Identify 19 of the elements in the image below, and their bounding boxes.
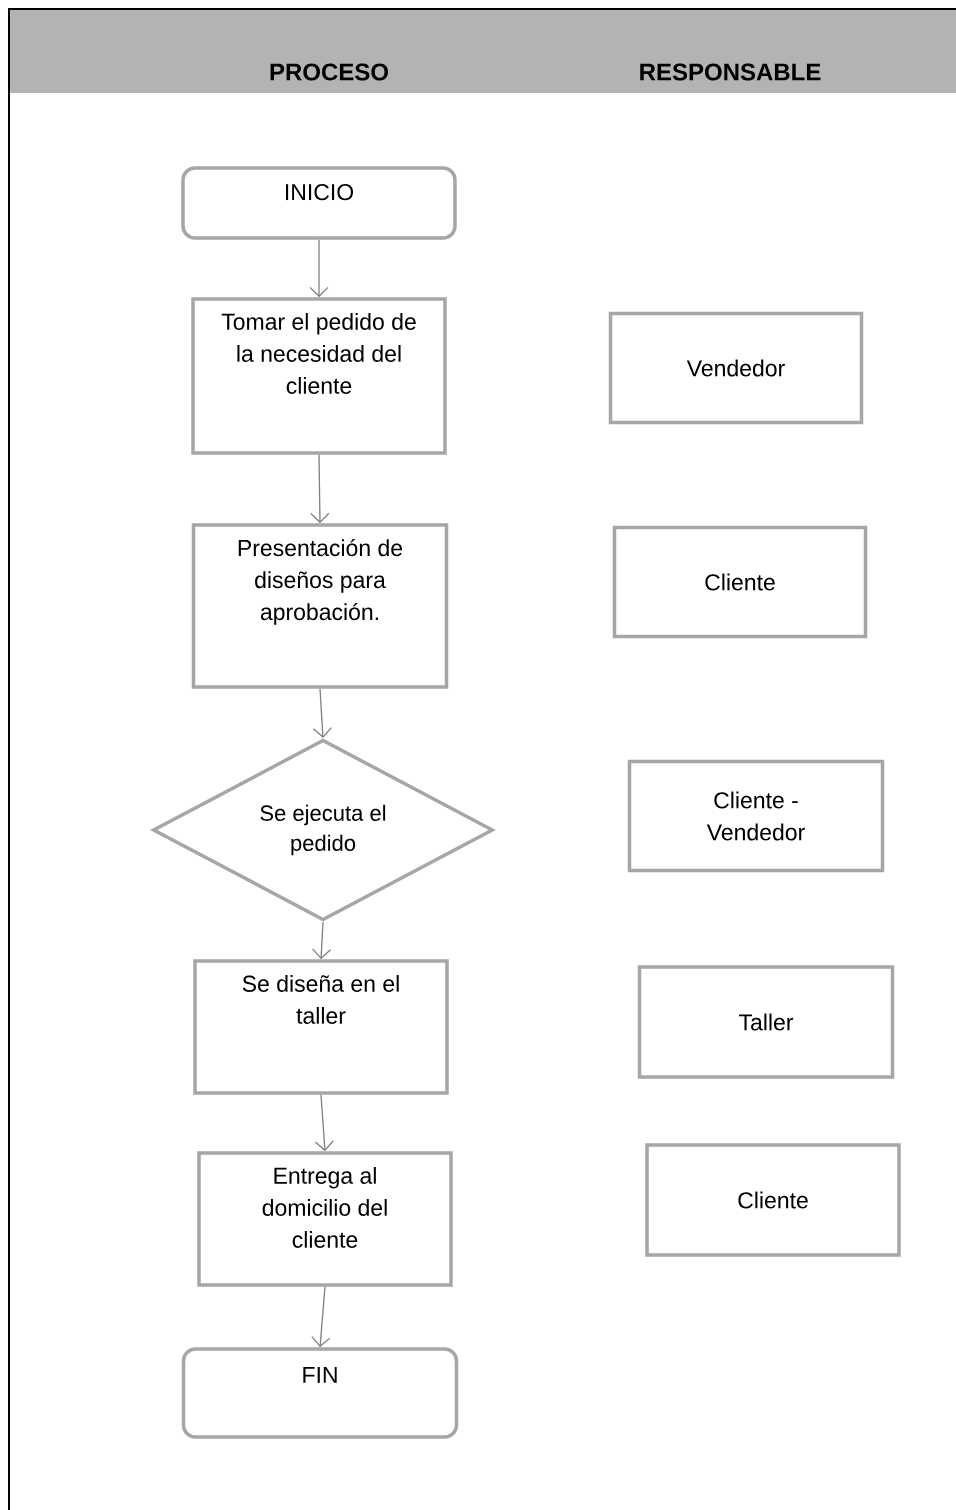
role-box: Taller (637, 965, 895, 1079)
process-box: Tomar el pedido de la necesidad del cliente (191, 297, 447, 455)
column-heading: RESPONSABLE (640, 63, 821, 81)
role-box: Cliente (612, 525, 868, 639)
arrow (314, 1094, 334, 1152)
role-box: Cliente (645, 1143, 901, 1257)
process-box: Presentación de diseños para aprobación. (191, 523, 449, 689)
arrow (311, 921, 332, 960)
terminal-box: INICIO (181, 166, 457, 240)
process-box: Entrega al domicilio del cliente (197, 1151, 453, 1287)
arrow (312, 688, 333, 738)
terminal-box: FIN (181, 1347, 459, 1439)
column-heading: PROCESO (270, 63, 388, 81)
process-box: Se diseña en el taller (193, 959, 449, 1095)
arrow (310, 454, 330, 524)
role-box: Vendedor (608, 311, 864, 425)
role-box: Cliente - Vendedor (627, 759, 885, 873)
arrow (311, 1286, 331, 1348)
arrow (309, 239, 329, 298)
